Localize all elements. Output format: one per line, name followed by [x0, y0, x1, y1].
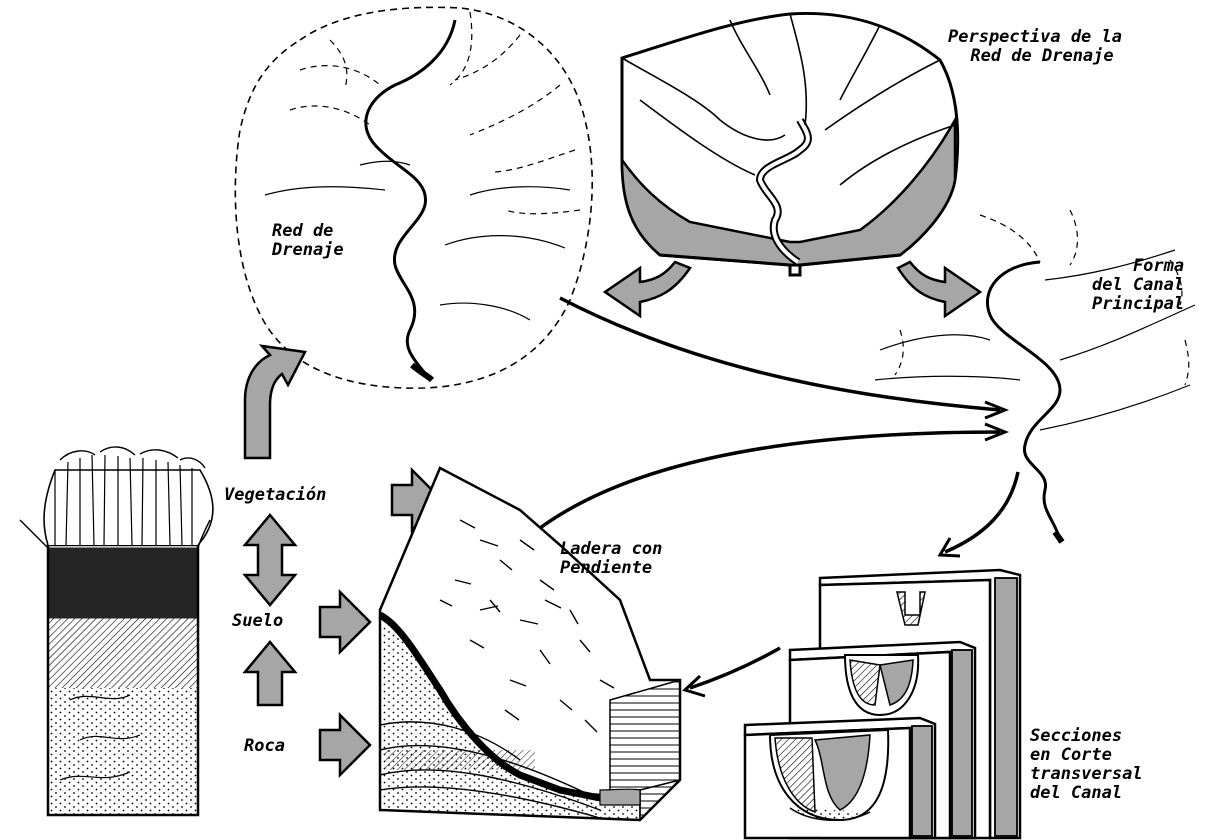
label-ladera-line-1: Ladera con — [560, 540, 662, 559]
label-ladera-line-2: Pendiente — [560, 559, 662, 578]
label-roca: Roca — [244, 737, 285, 756]
label-suelo: Suelo — [232, 612, 283, 631]
label-perspectiva: Perspectiva de la Red de Drenaje — [948, 28, 1122, 66]
label-vegetacion: Vegetación — [224, 486, 326, 505]
label-secciones-line-2: en Corte — [1030, 746, 1143, 765]
label-perspectiva-line-2: Red de Drenaje — [948, 47, 1122, 66]
label-red-line-2: Drenaje — [272, 241, 344, 260]
label-forma-line-2: del Canal — [1092, 276, 1184, 295]
drainage-network — [235, 7, 592, 388]
label-secciones: Secciones en Corte transversal del Canal — [1030, 727, 1143, 803]
hillslope-block — [380, 468, 680, 820]
label-forma-line-3: Principal — [1092, 295, 1184, 314]
basin-perspective — [622, 13, 958, 275]
label-forma-line-1: Forma — [1092, 257, 1184, 276]
cross-section-blocks — [745, 570, 1020, 838]
basin-arrows — [605, 262, 980, 316]
label-secciones-line-4: del Canal — [1030, 784, 1143, 803]
label-perspectiva-line-1: Perspectiva de la — [948, 28, 1122, 47]
soil-column — [20, 447, 213, 815]
label-red-line-1: Red de — [272, 222, 344, 241]
label-secciones-line-3: transversal — [1030, 765, 1143, 784]
label-ladera: Ladera con Pendiente — [560, 540, 662, 578]
label-red-de-drenaje: Red de Drenaje — [272, 222, 344, 260]
label-secciones-line-1: Secciones — [1030, 727, 1143, 746]
label-forma-canal: Forma del Canal Principal — [1092, 257, 1184, 314]
